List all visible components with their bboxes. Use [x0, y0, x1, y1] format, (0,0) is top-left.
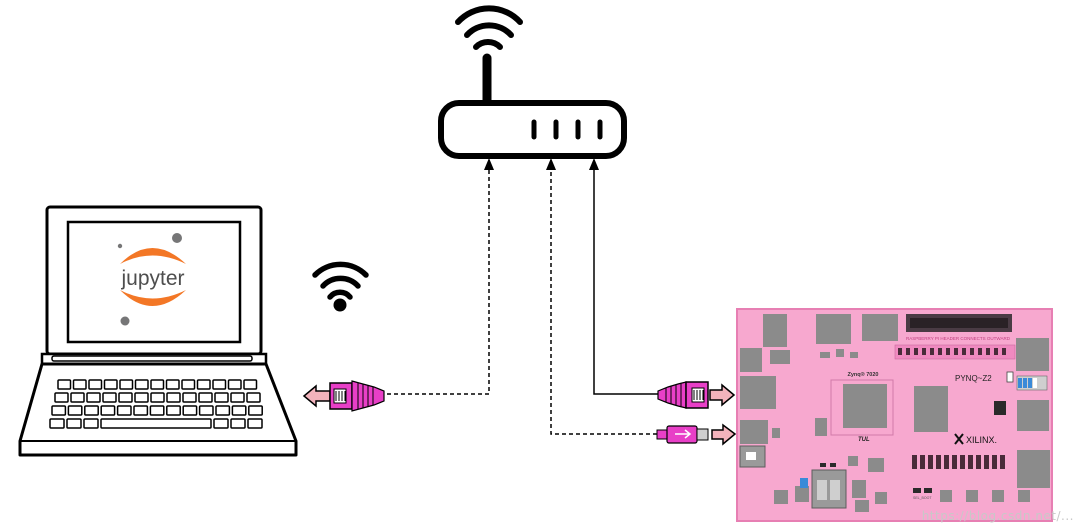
keyboard-key [86, 392, 101, 403]
keyboard-key [116, 405, 132, 416]
arrow-up-icon [589, 158, 599, 170]
ethernet-link-laptop-router [387, 168, 490, 395]
keyboard-key [118, 392, 133, 403]
keyboard-key [198, 392, 213, 403]
keyboard-key [150, 379, 165, 390]
jupyter-moon-large [172, 233, 182, 243]
keyboard-key [213, 418, 229, 429]
arrow-up-icon [546, 158, 556, 170]
ethernet-link-board-router [593, 168, 658, 395]
laptop-keyboard [49, 379, 263, 429]
laptop-hinge-slot [51, 355, 253, 362]
keyboard-key [230, 418, 246, 429]
wifi-signal-icon [312, 261, 369, 312]
keyboard-key [67, 405, 83, 416]
keyboard-key [134, 379, 149, 390]
keyboard-key [247, 418, 263, 429]
keyboard-key [66, 418, 82, 429]
keyboard-key [57, 379, 72, 390]
keyboard-key [166, 405, 181, 416]
usb-plug-icon [656, 423, 737, 446]
keyboard-key [196, 379, 211, 390]
board-chip-label: Zynq® 7020 [848, 371, 879, 378]
keyboard-key [133, 405, 149, 416]
jupyter-arc-bottom [120, 290, 186, 306]
watermark: https://blog.csdn.net/... [921, 509, 1074, 523]
keyboard-key [134, 392, 149, 403]
keyboard-key [231, 405, 247, 416]
keyboard-key [212, 379, 227, 390]
keyboard-key [103, 379, 118, 390]
arrow-right-icon [711, 423, 737, 446]
board-brand-label: XILINX. [966, 435, 997, 445]
keyboard-key [84, 405, 99, 416]
keyboard-key [49, 418, 65, 429]
jupyter-moon-small [120, 316, 130, 326]
ethernet-plug-icon [302, 380, 385, 412]
router-leds [531, 119, 603, 140]
jupyter-logo-text: jupyter [120, 267, 184, 290]
jupyter-logo: jupyter [117, 233, 186, 326]
keyboard-key [72, 379, 87, 390]
jupyter-arc-top [120, 248, 186, 264]
board-small-label: SEL_BOOT [913, 496, 932, 500]
keyboard-key [100, 405, 116, 416]
board-zynq-chip [843, 384, 887, 428]
keyboard-key [198, 405, 214, 416]
keyboard-key [83, 418, 99, 429]
keyboard-key [119, 379, 134, 390]
laptop-screen [66, 220, 242, 344]
keyboard-key [149, 405, 165, 416]
ethernet-plug-icon [657, 381, 736, 409]
board-maker-label: TUL [858, 437, 870, 443]
keyboard-key [215, 405, 231, 416]
keyboard-key [70, 392, 85, 403]
board-header-label: RASPBERRY PI HEADER CONNECTS OUTWARD [906, 336, 1011, 341]
keyboard-key [181, 379, 196, 390]
keyboard-key [182, 392, 197, 403]
keyboard-key [246, 392, 261, 403]
keyboard-key [88, 379, 103, 390]
arrow-right-icon [709, 383, 736, 407]
keyboard-key [230, 392, 245, 403]
pynq-board-icon: RASPBERRY PI HEADER CONNECTS OUTWARD Zyn… [736, 308, 1053, 522]
board-model-label: PYNQ~Z2 [955, 374, 992, 383]
keyboard-key [227, 379, 242, 390]
keyboard-key [248, 405, 263, 416]
keyboard-key [214, 392, 229, 403]
keyboard-key [150, 392, 165, 403]
laptop-icon: jupyter [18, 205, 298, 457]
keyboard-key [51, 405, 67, 416]
usb-link-board-router [550, 168, 657, 435]
keyboard-key [166, 392, 181, 403]
keyboard-key [243, 379, 258, 390]
arrow-left-icon [302, 384, 331, 408]
keyboard-spacebar [100, 418, 212, 429]
keyboard-key [165, 379, 180, 390]
xilinx-logo-icon [954, 433, 964, 445]
arrow-up-icon [484, 158, 494, 170]
keyboard-key [102, 392, 117, 403]
keyboard-key [182, 405, 198, 416]
keyboard-key [54, 392, 69, 403]
wifi-signal-icon [455, 5, 523, 50]
jupyter-moon-tiny [117, 243, 123, 249]
router-icon [438, 53, 627, 159]
